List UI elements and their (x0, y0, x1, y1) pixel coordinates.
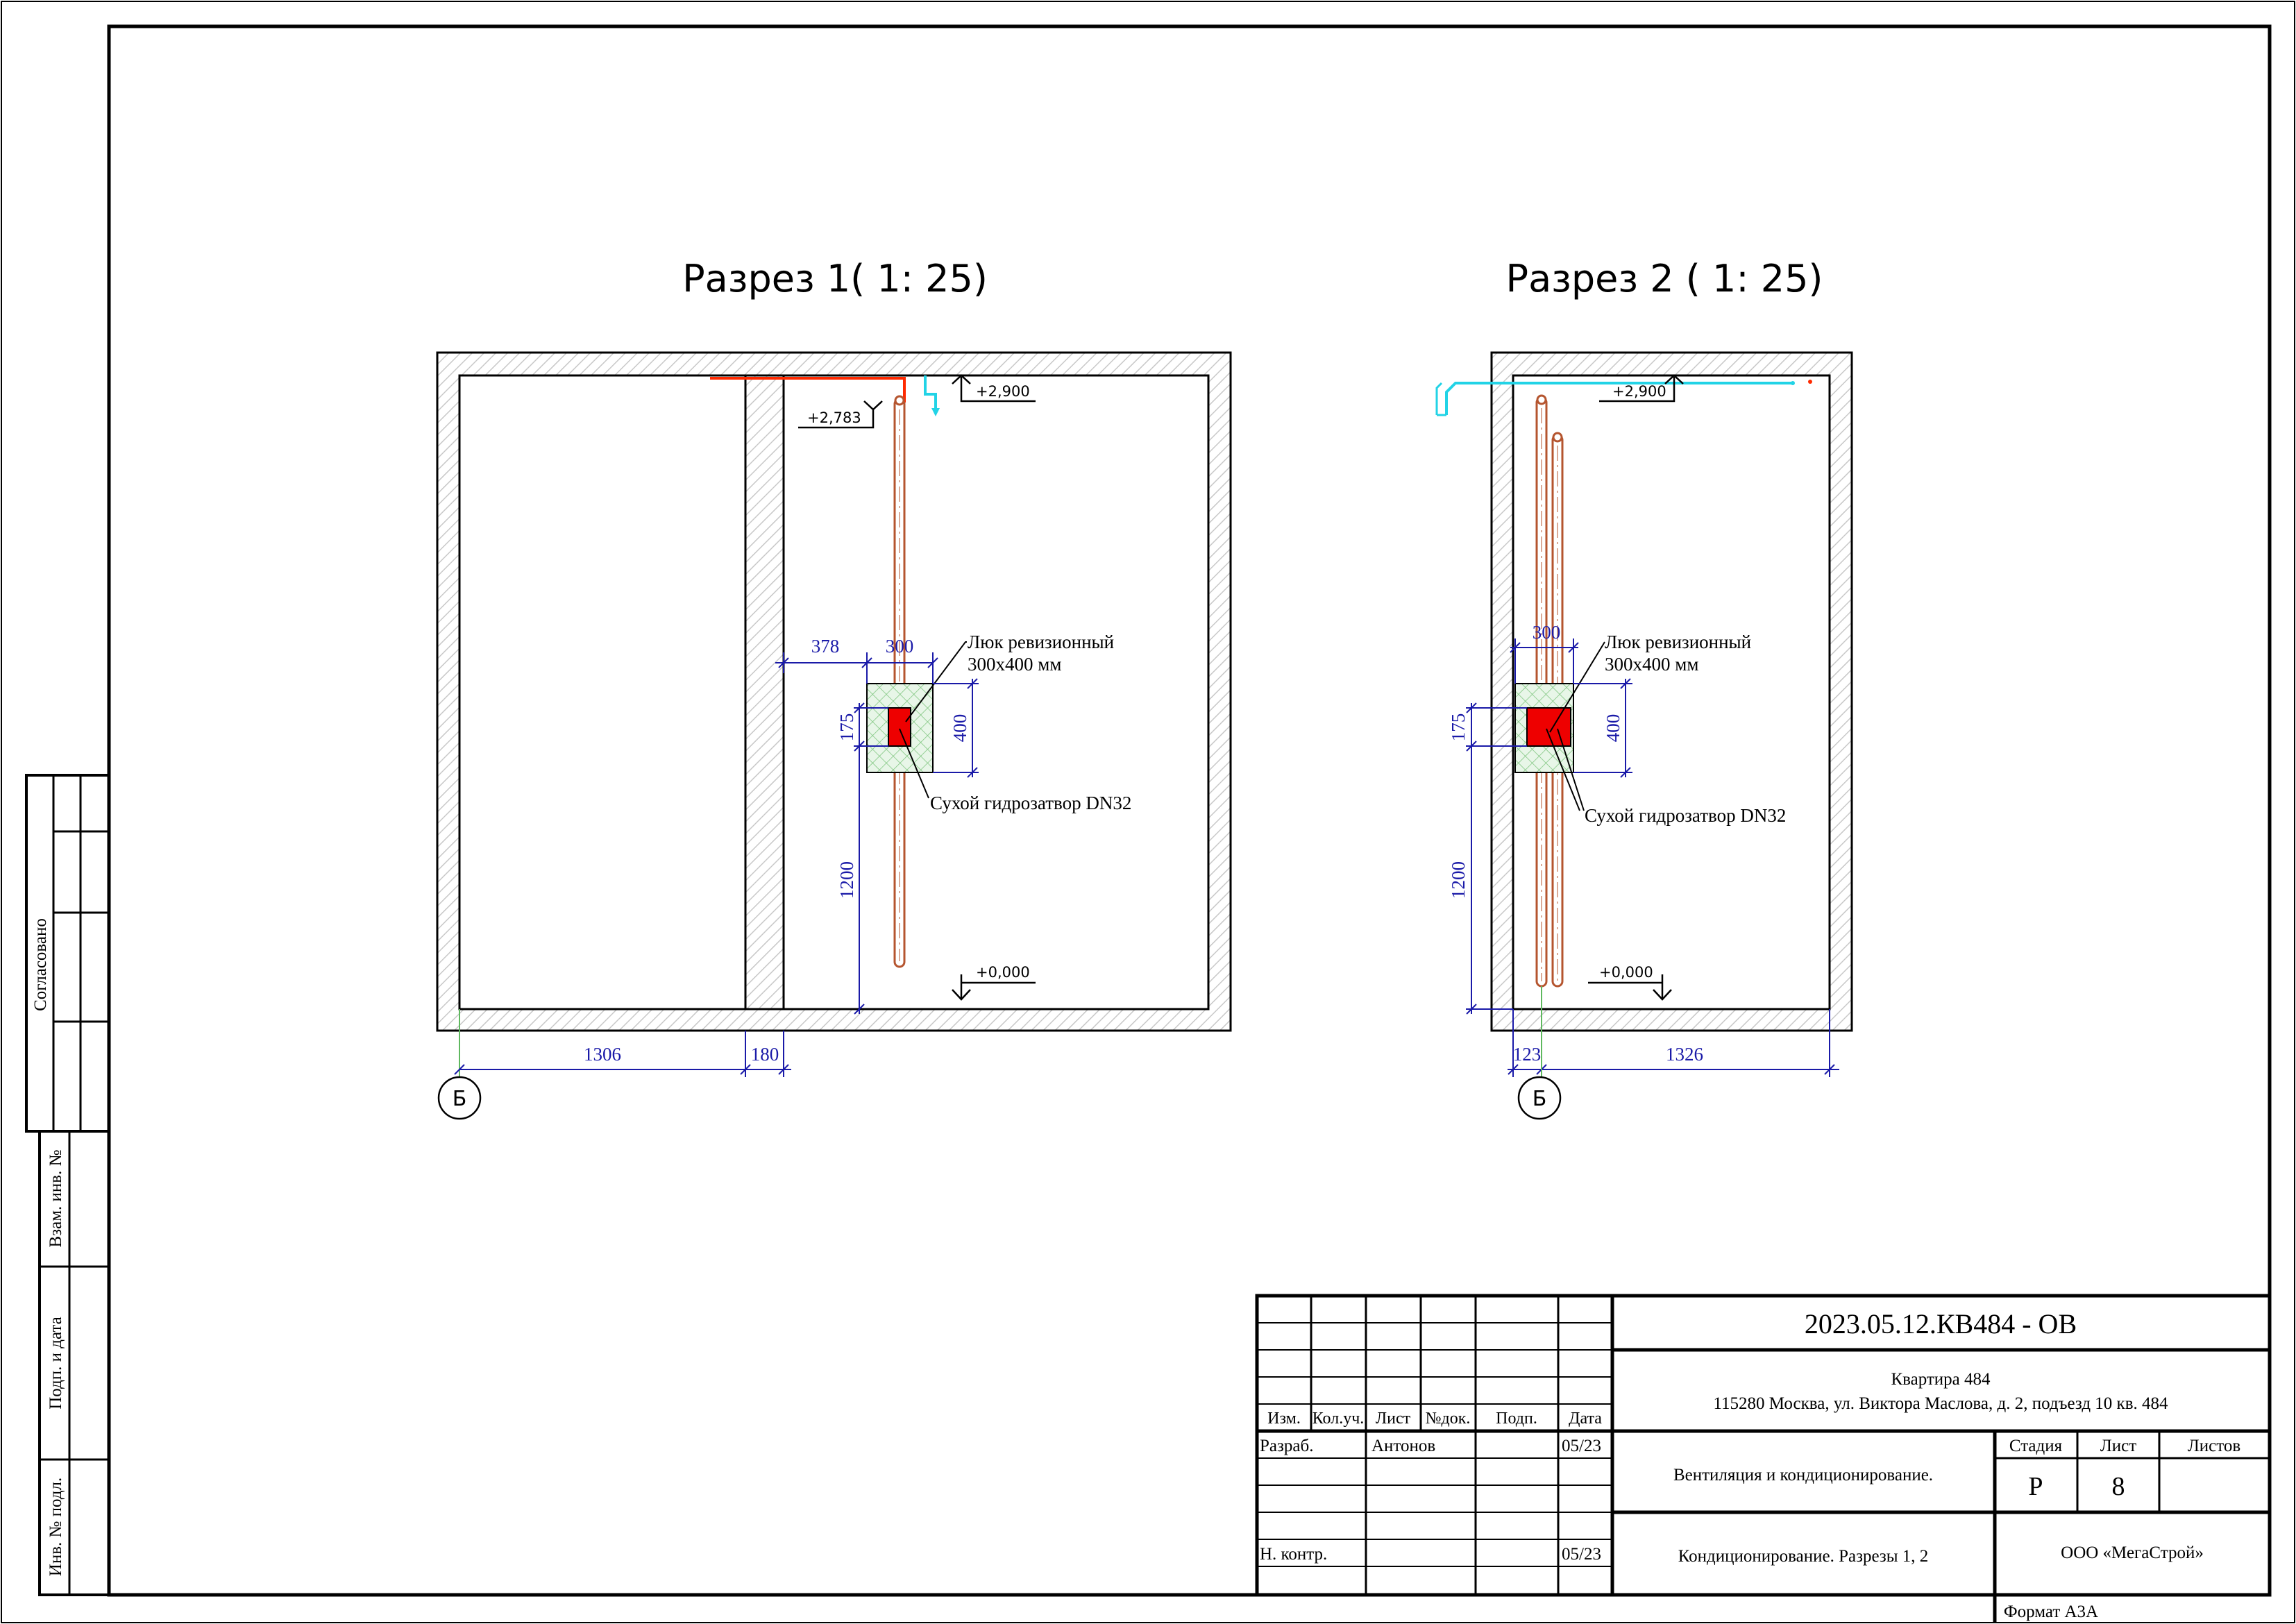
stamp-object-address: 115280 Москва, ул. Виктора Маслова, д. 2… (1713, 1394, 2168, 1413)
dim-2-300: 300 (1533, 622, 1561, 643)
section-1-drawing: +2,900 +2,783 +0,000 (436, 351, 1232, 1120)
dim-2-1200: 1200 (1448, 861, 1469, 899)
dim-1-300: 300 (886, 636, 914, 657)
stamp-hdr-date: Дата (1569, 1410, 1602, 1428)
section-1-drain-arrow (931, 408, 940, 416)
section-1-riser-cap (894, 395, 905, 406)
stamp-developer-date: 05/23 (1562, 1437, 1601, 1455)
format-label: Формат А3А (2004, 1602, 2098, 1621)
stamp-sheets-header: Листов (2188, 1437, 2240, 1455)
dim-2-1326: 1326 (1666, 1044, 1703, 1065)
section-2-title: Разрез 2 ( 1: 25) (1506, 257, 1823, 301)
section-1-title: Разрез 1( 1: 25) (682, 257, 988, 301)
section-1-level-top: +2,900 (976, 383, 1030, 400)
dim-2-400: 400 (1603, 714, 1623, 743)
stamp-hdr-doc: №док. (1426, 1410, 1471, 1428)
stamp-object-name: Квартира 484 (1891, 1370, 1991, 1389)
dim-1-378: 378 (811, 636, 840, 657)
section-2-trap-note: Сухой гидрозатвор DN32 (1585, 805, 1786, 826)
side-agreed-label: Согласовано (31, 918, 50, 1011)
stamp-hdr-sign: Подп. (1496, 1410, 1537, 1428)
side-inv-replace-label: Взам. инв. № (47, 1149, 65, 1247)
dim-1-400: 400 (949, 714, 970, 743)
side-inv-orig-label: Инв. № подл. (47, 1478, 65, 1576)
stamp-developer-name: Антонов (1371, 1437, 1435, 1455)
stamp-control-date: 05/23 (1562, 1545, 1601, 1564)
section-1-drain-line (924, 375, 937, 409)
stamp-drawing-title: Кондиционирование. Разрезы 1, 2 (1678, 1547, 1929, 1566)
section-1-dry-trap (888, 707, 911, 747)
stamp-hdr-sheet: Лист (1376, 1410, 1411, 1428)
stamp-document-code: 2023.05.12.КВ484 - ОВ (1805, 1308, 2077, 1339)
section-2-axis-marker (1517, 1076, 1562, 1120)
section-1-hatch-note-1: Люк ревизионный (968, 632, 1114, 652)
stamp-hdr-change: Изм. (1267, 1410, 1301, 1428)
side-strip (25, 774, 110, 1596)
section-2-drawing: +2,900 +0,000 (1435, 351, 1853, 1120)
stamp-developer-label: Разраб. (1260, 1437, 1313, 1455)
dim-1-1200: 1200 (836, 861, 857, 899)
dim-1-175: 175 (836, 713, 857, 742)
stamp-organization: ООО «МегаСтрой» (2061, 1543, 2204, 1562)
section-1-refrigerant-line (710, 377, 906, 403)
title-block (1255, 1294, 2272, 1623)
side-sign-date-label: Подп. и дата (47, 1317, 65, 1410)
stamp-stage-header: Стадия (2009, 1437, 2063, 1455)
drawing-frame (107, 24, 2272, 1597)
stamp-sheet-value: 8 (2112, 1472, 2125, 1501)
stamp-hdr-qty: Кол.уч. (1312, 1410, 1365, 1428)
stamp-subject: Вентиляция и кондиционирование. (1673, 1466, 1933, 1485)
section-1-walls (436, 351, 1232, 1032)
section-2-hatch-note-2: 300х400 мм (1605, 654, 1698, 675)
section-2-axis-label: Б (1533, 1087, 1547, 1111)
dim-2-175: 175 (1448, 713, 1469, 742)
section-2-hatch-note-1: Люк ревизионный (1605, 632, 1751, 652)
dim-1-1306: 1306 (584, 1044, 621, 1065)
section-1-hatch-note-2: 300х400 мм (968, 654, 1061, 675)
stamp-sheet-header: Лист (2100, 1437, 2136, 1455)
section-1-axis-label: Б (453, 1087, 467, 1111)
section-1-partition (744, 374, 785, 1010)
section-1-level-zero: +0,000 (976, 964, 1030, 981)
section-2-level-top: +2,900 (1612, 383, 1666, 400)
section-2-drain-line (1445, 382, 1793, 415)
stamp-control-label: Н. контр. (1260, 1545, 1327, 1564)
stamp-stage-value: Р (2028, 1472, 2043, 1501)
section-1-trap-note: Сухой гидрозатвор DN32 (930, 793, 1131, 813)
dim-2-123: 123 (1513, 1044, 1542, 1065)
section-1-axis-marker (437, 1076, 482, 1120)
section-2-refrigerant-dot (1808, 380, 1812, 384)
section-2-level-zero: +0,000 (1599, 964, 1653, 981)
dim-1-180: 180 (751, 1044, 779, 1065)
section-1-level-mid: +2,783 (807, 409, 861, 426)
section-2-dry-trap (1526, 707, 1571, 747)
